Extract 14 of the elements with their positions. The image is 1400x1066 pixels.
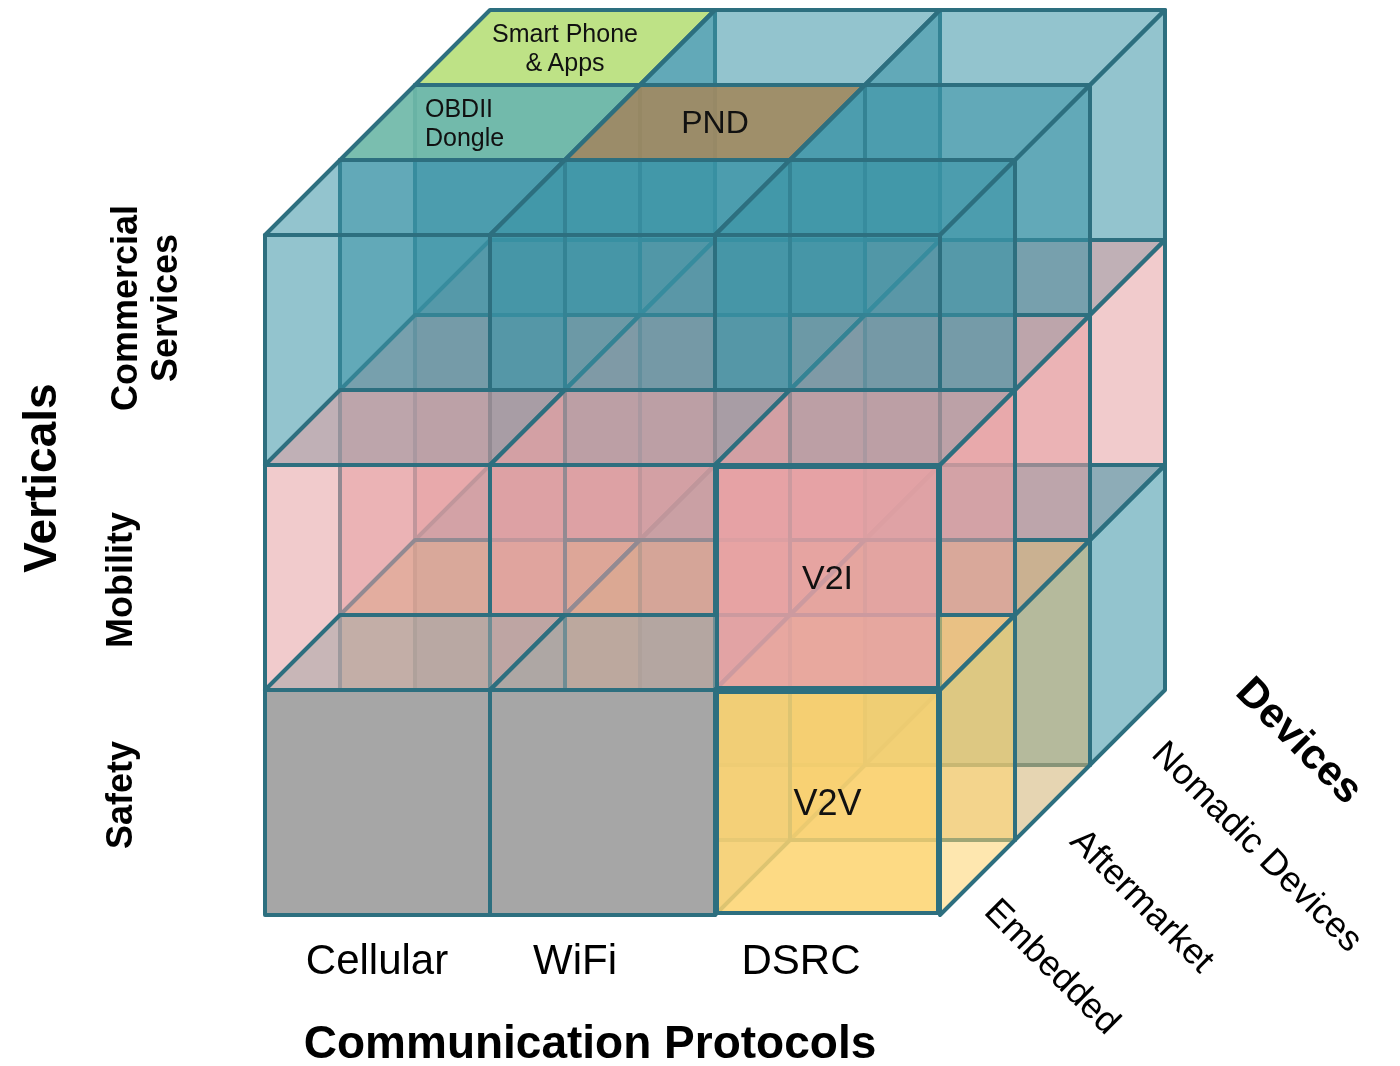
axis-label: Cellular xyxy=(305,936,449,984)
axis-label: DSRC xyxy=(741,936,861,984)
axis-label: Commercial Services xyxy=(105,203,185,414)
axis-title: Verticals xyxy=(14,383,66,573)
cell-label: PND xyxy=(681,104,749,141)
axis-label: WiFi xyxy=(533,936,617,984)
cell-label: OBDII Dongle xyxy=(425,93,506,152)
cell-label: V2V xyxy=(793,781,862,824)
axis-label: Safety xyxy=(100,740,140,850)
axis-label: Mobility xyxy=(100,512,140,648)
cell-label: Smart Phone & Apps xyxy=(491,18,639,77)
front-face-cell xyxy=(715,465,940,690)
cell-label: V2I xyxy=(801,557,853,598)
axis-title: Communication Protocols xyxy=(303,1016,877,1066)
